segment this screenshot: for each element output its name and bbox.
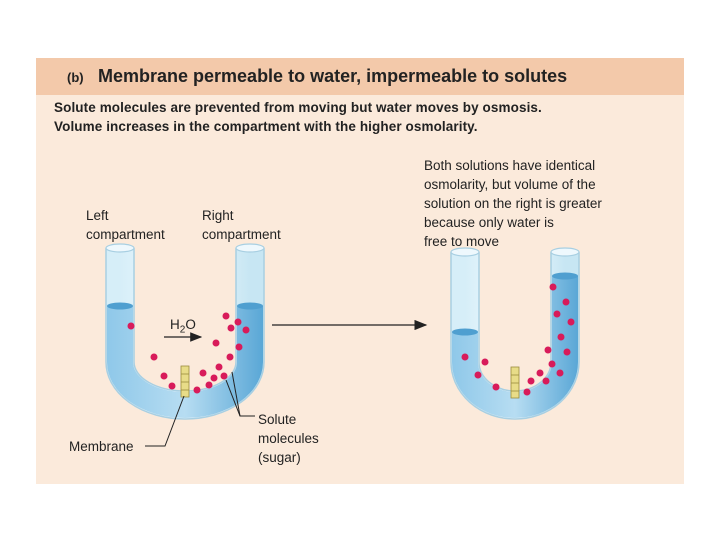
tube-outline — [105, 248, 265, 420]
solute-molecules-after — [461, 283, 575, 396]
u-tube-before — [105, 243, 265, 447]
water-label: H2O — [170, 317, 196, 336]
panel-title: Membrane permeable to water, impermeable… — [98, 66, 568, 86]
tube-rim-left — [105, 243, 135, 253]
title-bar: (b) Membrane permeable to water, imperme… — [36, 58, 684, 95]
membrane-label: Membrane — [69, 439, 134, 454]
tube-rim-right — [235, 243, 265, 253]
panel-tag: (b) — [67, 70, 84, 85]
solute-leader-2 — [231, 371, 241, 417]
solute-molecules-before — [127, 312, 250, 394]
u-tube-after — [450, 247, 580, 420]
liquid-before — [107, 306, 263, 418]
membrane — [180, 365, 190, 398]
membrane-leader — [145, 395, 185, 447]
subtitle-line-2: Volume increases in the compartment with… — [54, 119, 478, 134]
subtitle-line-1: Solute molecules are prevented from movi… — [54, 100, 542, 115]
